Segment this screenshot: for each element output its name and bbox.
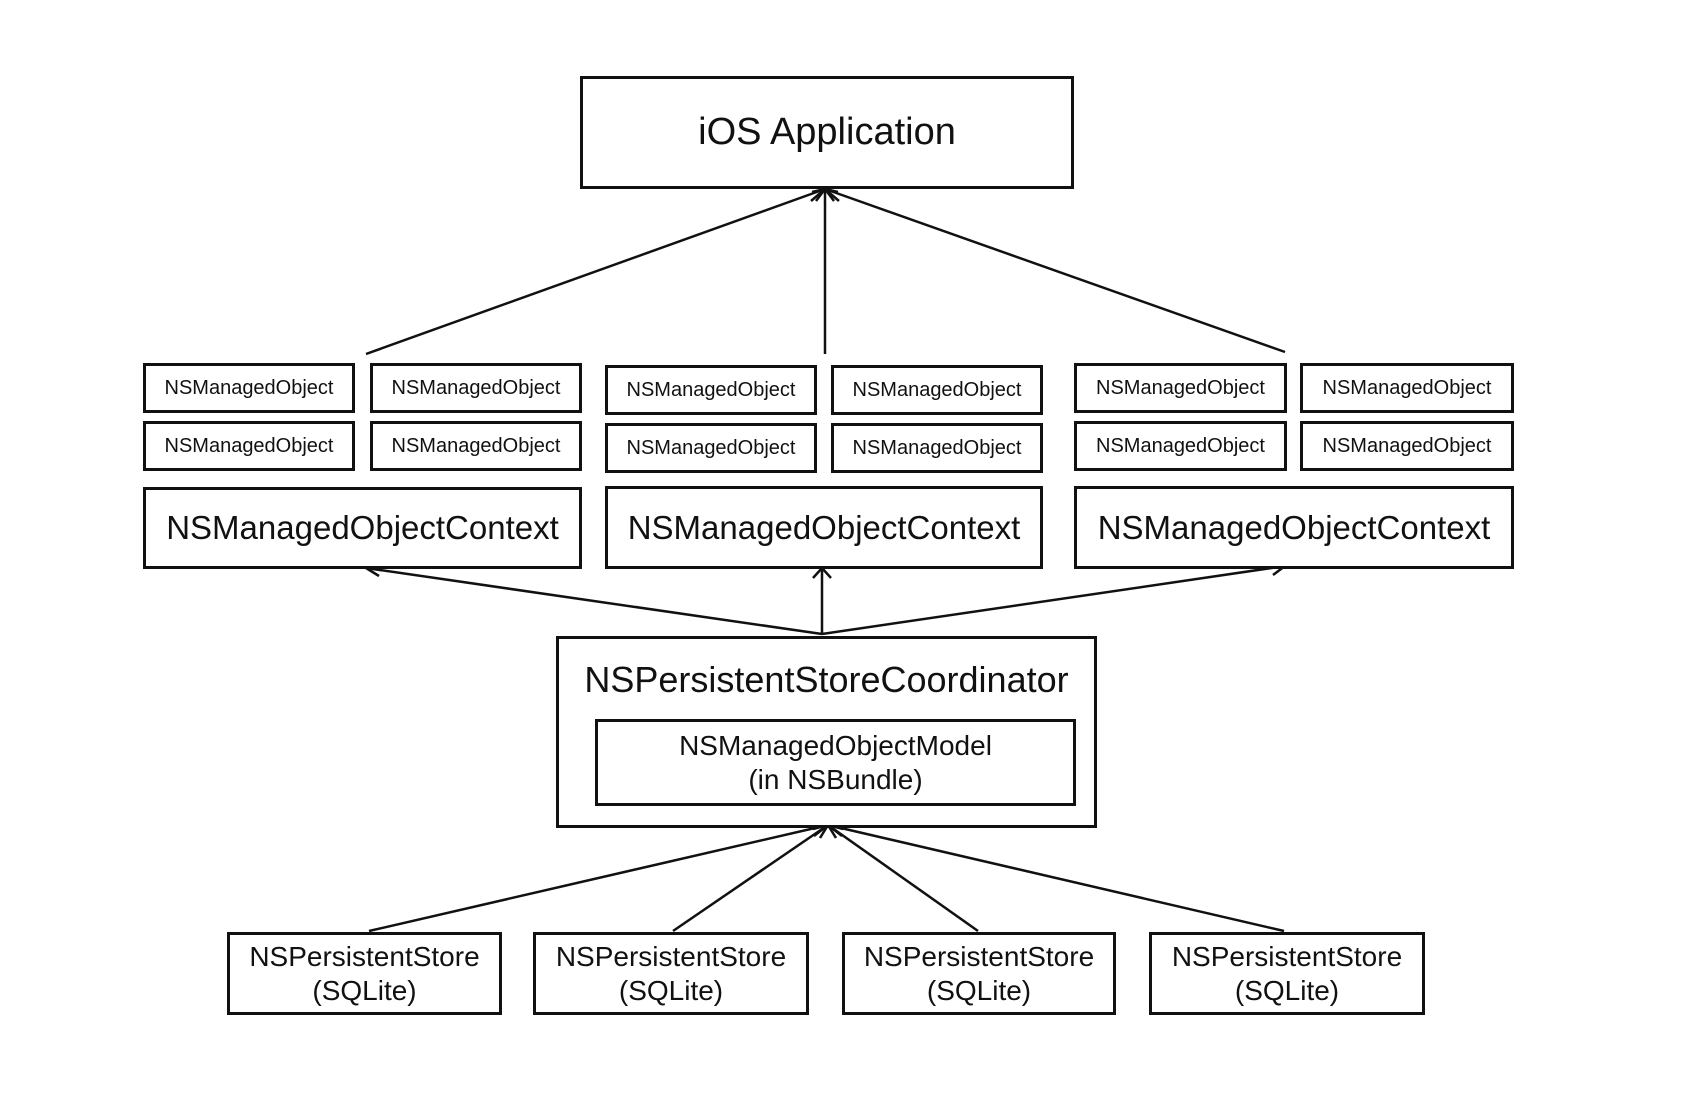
persistent-store-label: NSPersistentStore bbox=[863, 941, 1095, 973]
managed-object-box: NSManagedObject bbox=[370, 421, 582, 471]
arrow-store-1-to-coordinator bbox=[368, 823, 829, 933]
managed-object-box: NSManagedObject bbox=[1300, 363, 1514, 413]
persistent-store-type: (SQLite) bbox=[926, 974, 1032, 1006]
managed-object-box: NSManagedObject bbox=[1300, 421, 1514, 471]
managed-object-box: NSManagedObject bbox=[605, 423, 817, 473]
managed-object-context-label: NSManagedObjectContext bbox=[1097, 508, 1491, 546]
persistent-store-coordinator-label: NSPersistentStoreCoordinator bbox=[584, 659, 1069, 700]
managed-object-box: NSManagedObject bbox=[370, 363, 582, 413]
managed-object-box: NSManagedObject bbox=[1074, 363, 1287, 413]
persistent-store-box: NSPersistentStore (SQLite) bbox=[533, 932, 809, 1015]
managed-object-label: NSManagedObject bbox=[626, 378, 796, 401]
persistent-store-label: NSPersistentStore bbox=[555, 941, 787, 973]
arrow-group-1-to-app bbox=[365, 187, 826, 356]
managed-object-model-sublabel: (in NSBundle) bbox=[748, 763, 923, 795]
managed-object-label: NSManagedObject bbox=[391, 434, 561, 457]
persistent-store-type: (SQLite) bbox=[312, 974, 417, 1006]
managed-object-box: NSManagedObject bbox=[605, 365, 817, 415]
persistent-store-label: NSPersistentStore bbox=[249, 941, 480, 973]
managed-object-label: NSManagedObject bbox=[1096, 376, 1265, 399]
managed-object-model-label: NSManagedObjectModel bbox=[679, 730, 992, 762]
managed-object-label: NSManagedObject bbox=[1322, 434, 1492, 457]
managed-object-label: NSManagedObject bbox=[1096, 434, 1265, 457]
managed-object-box: NSManagedObject bbox=[143, 421, 355, 471]
managed-object-box: NSManagedObject bbox=[831, 365, 1043, 415]
managed-object-label: NSManagedObject bbox=[1322, 376, 1492, 399]
managed-object-context-box: NSManagedObjectContext bbox=[605, 486, 1043, 569]
ios-application-label: iOS Application bbox=[698, 110, 956, 153]
managed-object-label: NSManagedObject bbox=[391, 376, 561, 399]
managed-object-label: NSManagedObject bbox=[852, 378, 1022, 401]
ios-application-box: iOS Application bbox=[580, 76, 1074, 189]
arrow-store-4-to-coordinator bbox=[827, 823, 1285, 933]
persistent-store-type: (SQLite) bbox=[1234, 974, 1340, 1006]
arrow-group-3-to-app bbox=[824, 187, 1286, 354]
managed-object-label: NSManagedObject bbox=[164, 434, 334, 457]
managed-object-label: NSManagedObject bbox=[852, 436, 1022, 459]
managed-object-label: NSManagedObject bbox=[626, 436, 796, 459]
managed-object-context-label: NSManagedObjectContext bbox=[166, 509, 559, 547]
persistent-store-box: NSPersistentStore (SQLite) bbox=[842, 932, 1116, 1015]
managed-object-box: NSManagedObject bbox=[143, 363, 355, 413]
persistent-store-box: NSPersistentStore (SQLite) bbox=[1149, 932, 1425, 1015]
arrow-store-3-to-coordinator bbox=[827, 823, 979, 933]
persistent-store-label: NSPersistentStore bbox=[1171, 941, 1403, 973]
persistent-store-coordinator-box: NSPersistentStoreCoordinator NSManagedOb… bbox=[556, 636, 1097, 828]
managed-object-context-box: NSManagedObjectContext bbox=[1074, 486, 1514, 569]
managed-object-label: NSManagedObject bbox=[164, 376, 334, 399]
managed-object-box: NSManagedObject bbox=[831, 423, 1043, 473]
persistent-store-type: (SQLite) bbox=[618, 974, 724, 1006]
managed-object-box: NSManagedObject bbox=[1074, 421, 1287, 471]
arrow-store-2-to-coordinator bbox=[672, 823, 829, 933]
managed-object-context-box: NSManagedObjectContext bbox=[143, 487, 582, 569]
arrow-coordinator-to-context-1 bbox=[365, 566, 823, 636]
managed-object-model-box: NSManagedObjectModel (in NSBundle) bbox=[595, 719, 1076, 806]
persistent-store-box: NSPersistentStore (SQLite) bbox=[227, 932, 502, 1015]
arrow-coordinator-to-context-3 bbox=[821, 564, 1286, 636]
managed-object-context-label: NSManagedObjectContext bbox=[627, 508, 1021, 546]
arrowhead-app-right bbox=[821, 187, 839, 202]
